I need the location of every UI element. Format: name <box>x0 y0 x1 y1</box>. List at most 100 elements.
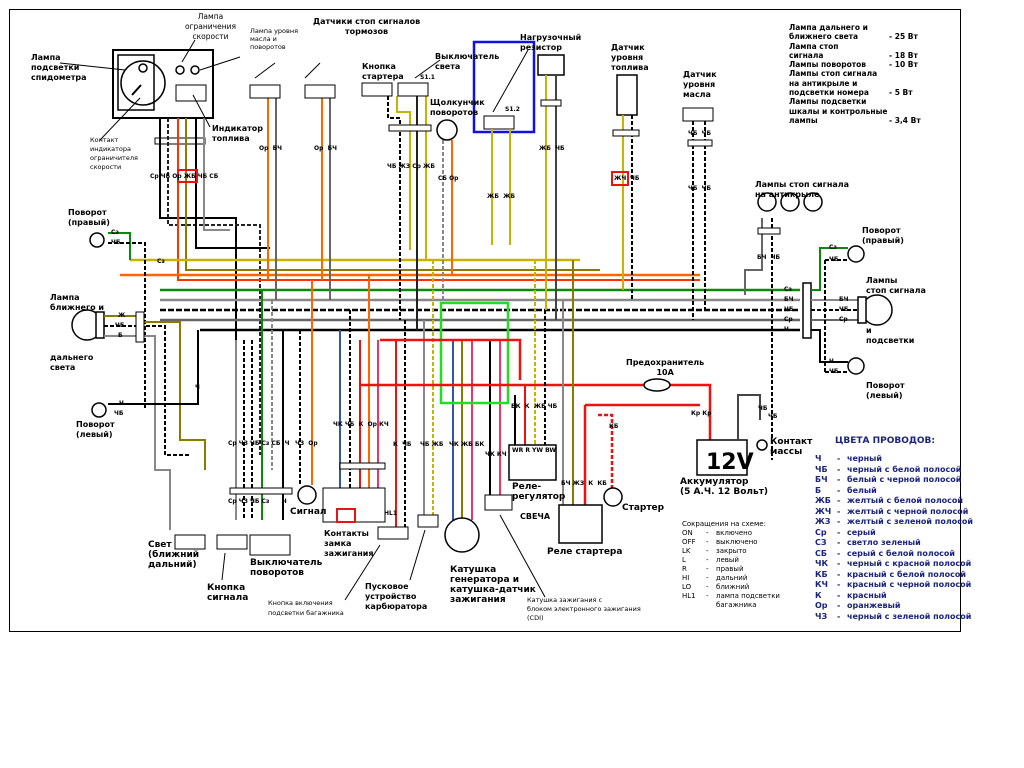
legend-item: Б-белый <box>815 486 973 497</box>
wire-label-starter: КБ <box>609 423 619 430</box>
abbreviation-dash: - <box>706 547 709 555</box>
wire-label-rear-bus-3: Ср <box>784 316 793 323</box>
wire-label-spoiler: БЧ ЧБ <box>757 254 781 261</box>
label-cdi: Катушка зажигания с блоком электронного … <box>527 596 641 622</box>
cdi-box <box>484 494 513 511</box>
abbreviation-key: HI <box>682 574 690 582</box>
abbreviation-item: ON-включено <box>682 529 780 538</box>
legend-dash: - <box>837 485 841 495</box>
label-oil-turn-lamp: Лампа уровня масла и поворотов <box>250 27 299 51</box>
legend-dash: - <box>837 527 841 537</box>
regulator-box <box>508 444 557 481</box>
abbreviation-desc: включено <box>716 529 753 537</box>
spec-value: - 25 Вт <box>889 32 918 42</box>
spec-name: Лампы поворотов <box>789 60 866 70</box>
legend-item: КЧ-красный с черной полосой <box>815 580 973 591</box>
wire-label-rear-turn-r-1: ЧБ <box>829 256 839 263</box>
spec-value: - 3,4 Вт <box>889 115 921 125</box>
legend-dash: - <box>837 601 841 610</box>
abbreviation-item: HL1-лампа подсветки багажника <box>682 592 780 610</box>
ignition-contacts-highlight <box>336 508 356 523</box>
legend-dash: - <box>837 496 841 505</box>
legend-code: КБ <box>815 569 828 579</box>
wire-label-rear-bus-4: Ч <box>784 326 789 333</box>
handlebar-wires <box>235 280 313 520</box>
wire-label-ground-2: ЧБ <box>768 413 778 420</box>
resistor-wires <box>545 75 557 320</box>
abbreviation-desc: правый <box>716 565 744 573</box>
legend-desc: оранжевый <box>847 601 901 610</box>
label-turn-switch: Выключатель поворотов <box>250 558 323 578</box>
label-turn-left-front: Поворот (левый) <box>76 420 115 439</box>
legend-desc: серый с белой полосой <box>847 548 956 558</box>
carb-starter-box <box>417 514 439 528</box>
rear-connector <box>802 282 812 339</box>
legend-code: Ор <box>815 601 828 610</box>
starter-switch-wires <box>387 96 453 330</box>
abbreviation-item: R -правый <box>682 565 780 574</box>
instrument-cluster <box>112 49 214 119</box>
spec-value: - 18 Вт <box>889 50 918 60</box>
wire-label-rear-bus-1: БЧ <box>784 296 794 303</box>
label-brake-sensors: Датчики стоп сигналов тормозов <box>313 17 421 36</box>
legend-desc: красный с белой полосой <box>847 569 966 579</box>
legend-code: К <box>815 590 822 600</box>
label-flasher: Щолкунчик поворотов <box>430 98 485 117</box>
wire-highlight-zhb <box>177 169 198 183</box>
legend-desc: белый <box>847 485 877 495</box>
abbreviation-dash: - <box>706 565 709 573</box>
legend-code: ЖЗ <box>815 517 831 526</box>
label-ignition-contacts: Контакты замка зажигания <box>324 529 374 558</box>
label-signal: Сигнал <box>290 507 327 517</box>
abbreviation-key: R <box>682 565 687 573</box>
legend-item: ЖЗ-желтый с зеленой полосой <box>815 517 973 528</box>
legend-dash: - <box>837 506 841 516</box>
legend-dash: - <box>837 548 841 558</box>
fuel-sensor-box <box>616 74 638 116</box>
wire-label-rear-bus-2: ЧБ <box>784 306 794 313</box>
legend-code: Ср <box>815 527 827 537</box>
legend-item: Ср-серый <box>815 528 973 539</box>
label-spark: СВЕЧА <box>520 512 551 521</box>
label-light-hi-lo: Свет (ближний дальний) <box>148 540 200 570</box>
wire-label-resistor: ЖБ ЧБ <box>539 145 565 152</box>
legend-code: ЧЗ <box>815 611 828 621</box>
label-light-switch: Выключатель света <box>435 52 500 71</box>
label-starter: Стартер <box>622 503 665 513</box>
legend-dash: - <box>837 590 841 600</box>
label-headlamp-top: Лампа ближнего и <box>50 293 105 312</box>
abbreviation-desc: закрыто <box>716 547 747 555</box>
wire-label-trunk: К ЧБ <box>393 441 412 448</box>
abbreviation-desc: дальний <box>716 574 748 582</box>
front-lamps <box>71 232 107 418</box>
label-carb-starter: Пусковое устройство карбюратора <box>365 582 428 611</box>
rear-lamp-wires <box>811 247 860 373</box>
abbreviation-item: OFF-выключено <box>682 538 780 547</box>
legend-code: Ч <box>815 454 822 463</box>
legend-item: БЧ-белый с черной полосой <box>815 475 973 486</box>
label-s11: S1.1 <box>420 74 435 81</box>
wire-label-front-ch: Ч <box>195 384 200 391</box>
legend-code: ЖЧ <box>815 506 832 516</box>
wire-label-relay: БЧ ЖЗ К КБ <box>561 480 607 487</box>
label-speed-limit-lamp: Лампа ограничения скорости <box>185 12 236 41</box>
wire-label-gen: ЧК ЖБ БК <box>449 441 485 448</box>
wire-label-cdi: ЧК КЧ <box>485 451 507 458</box>
abbreviation-key: LO <box>682 583 692 591</box>
legend-desc: красный с черной полосой <box>847 580 972 589</box>
brake-sensor-wires <box>267 98 331 300</box>
label-generator: Катушка генератора и катушка-датчик зажи… <box>450 565 536 605</box>
load-resistor-box <box>537 54 565 76</box>
legend-desc: черный с красной полосой <box>847 559 972 568</box>
brake-switch-2 <box>304 84 336 99</box>
abbreviation-dash: - <box>706 556 709 564</box>
legend-dash: - <box>837 580 841 589</box>
spec-row: Лампы поворотов- 10 Вт <box>789 60 921 69</box>
wire-label-fuel-hl: ЖЧ <box>614 175 627 182</box>
wire-label-fuel: ЧБ <box>630 175 640 182</box>
wire-label-rear-stop-2: Ср <box>839 316 848 323</box>
label-headlamp-bottom: дальнего света <box>50 353 94 372</box>
